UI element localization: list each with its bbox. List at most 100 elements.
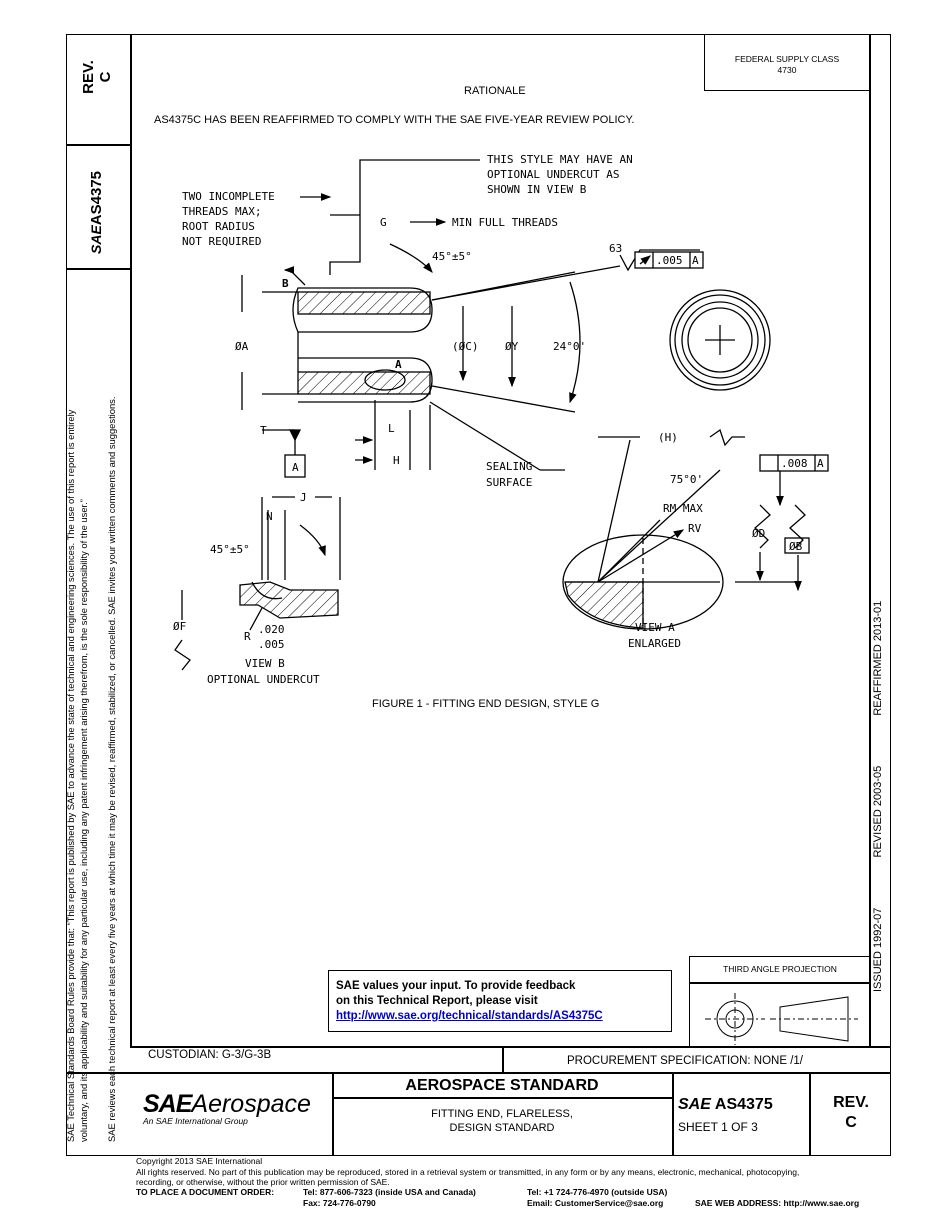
left-rev-block: REV. C xyxy=(80,42,114,112)
label-view-b-2: OPTIONAL UNDERCUT xyxy=(207,673,320,686)
lower-hatch xyxy=(297,371,431,395)
logo-sae: SAE xyxy=(143,1090,192,1118)
label-t: T xyxy=(260,424,267,437)
note-style-2: OPTIONAL UNDERCUT AS xyxy=(487,168,619,181)
left-rev-divider xyxy=(66,144,130,146)
copyright: Copyright 2013 SAE International xyxy=(136,1156,263,1166)
rationale-heading: RATIONALE xyxy=(464,85,526,97)
label-angle-45: 45°±5° xyxy=(432,250,472,263)
issued-date: ISSUED 1992-07 xyxy=(872,907,884,992)
label-l: L xyxy=(388,422,395,435)
note-threads-3: ROOT RADIUS xyxy=(182,220,255,233)
sae-aerospace-logo: SAEAerospace An SAE International Group xyxy=(143,1090,311,1126)
label-dia-b: ØB xyxy=(789,540,803,553)
title-line-2: DESIGN STANDARD xyxy=(449,1122,555,1134)
label-dia-y: ØY xyxy=(505,340,519,353)
logo-subtitle: An SAE International Group xyxy=(143,1116,248,1126)
board-rules-line-1: SAE Technical Standards Board Rules prov… xyxy=(65,409,76,1142)
note-threads-1: TWO INCOMPLETE xyxy=(182,190,275,203)
label-b: B xyxy=(282,277,289,290)
note-style-1: THIS STYLE MAY HAVE AN xyxy=(487,153,633,166)
label-angle-75: 75°0' xyxy=(670,473,703,486)
label-view-a-2: ENLARGED xyxy=(628,637,681,650)
standard-type-line xyxy=(332,1097,672,1099)
rights-line-1: All rights reserved. No part of this pub… xyxy=(136,1166,800,1177)
label-tol-008: .008 xyxy=(781,457,808,470)
review-policy-line: SAE reviews each technical report at lea… xyxy=(106,396,117,1142)
standard-type: AEROSPACE STANDARD xyxy=(405,1077,599,1094)
rationale-text: AS4375C HAS BEEN REAFFIRMED TO COMPLY WI… xyxy=(154,114,635,126)
projection-label: THIRD ANGLE PROJECTION xyxy=(723,964,837,974)
lower-nose xyxy=(298,357,433,403)
feedback-line-1: SAE values your input. To provide feedba… xyxy=(336,980,576,992)
fax: Fax: 724-776-0790 xyxy=(303,1198,376,1208)
page-frame xyxy=(66,34,891,1156)
figure-caption: FIGURE 1 - FITTING END DESIGN, STYLE G xyxy=(372,698,600,710)
note-sealing-1: SEALING xyxy=(486,460,532,473)
left-docnum-block: SAEAS4375 xyxy=(88,171,105,254)
label-dia-d: ØD xyxy=(752,527,765,540)
view-b xyxy=(174,496,341,671)
feedback-link[interactable]: http://www.sae.org/technical/standards/A… xyxy=(336,1010,603,1022)
label-h: H xyxy=(393,454,400,467)
view-a-hatch xyxy=(564,581,644,629)
feedback-box: SAE values your input. To provide feedba… xyxy=(328,970,672,1032)
doc-sae-logo: SAE xyxy=(678,1096,711,1113)
feedback-line-2: on this Technical Report, please visit xyxy=(336,995,538,1007)
label-angle-45b: 45°±5° xyxy=(210,543,250,556)
right-column-divider xyxy=(869,34,871,1046)
revised-date: REVISED 2003-05 xyxy=(872,765,884,858)
label-datum-a-2: A xyxy=(292,461,299,474)
label-r-020: .020 xyxy=(258,623,285,636)
rights-line-2: recording, or otherwise, without the pri… xyxy=(136,1177,390,1187)
footer: Copyright 2013 SAE International All rig… xyxy=(136,1156,799,1188)
view-a-circle xyxy=(364,369,406,391)
note-threads-2: THREADS MAX; xyxy=(182,205,261,218)
title-row-short-line xyxy=(66,1072,130,1074)
label-view-a-1: VIEW A xyxy=(635,621,675,634)
label-datum-a-3: A xyxy=(817,457,824,470)
rev-divider xyxy=(809,1072,811,1156)
label-r: R xyxy=(244,630,251,643)
tel-intl: Tel: +1 724-776-4970 (outside USA) xyxy=(527,1187,668,1197)
title-line-1: FITTING END, FLARELESS, xyxy=(431,1108,573,1120)
end-view xyxy=(669,289,771,391)
sheet-number: SHEET 1 OF 3 xyxy=(678,1120,758,1134)
label-rm-max: RM MAX xyxy=(663,502,703,515)
tel-us: Tel: 877-606-7323 (inside USA and Canada… xyxy=(303,1187,476,1197)
order-label: TO PLACE A DOCUMENT ORDER: xyxy=(136,1187,275,1197)
document-title: FITTING END, FLARELESS, DESIGN STANDARD xyxy=(334,1107,670,1135)
label-datum-a-1: A xyxy=(692,254,699,267)
web-address[interactable]: SAE WEB ADDRESS: http://www.sae.org xyxy=(695,1198,860,1208)
note-min-full-threads: MIN FULL THREADS xyxy=(452,216,558,229)
label-dia-f: ØF xyxy=(173,620,186,633)
note-style-3: SHOWN IN VIEW B xyxy=(487,183,587,196)
label-h-paren: (H) xyxy=(658,431,678,444)
label-j: J xyxy=(300,491,307,504)
doc-number: AS4375 xyxy=(714,1096,773,1113)
left-rev-value: C xyxy=(97,71,114,83)
label-rv: RV xyxy=(688,522,702,535)
left-rev-label: REV. xyxy=(80,60,97,94)
left-doc-number: AS4375 xyxy=(88,170,105,226)
label-a-view: A xyxy=(395,358,402,371)
note-sealing-2: SURFACE xyxy=(486,476,532,489)
docnum-divider xyxy=(672,1072,674,1156)
federal-supply-class-box: FEDERAL SUPPLY CLASS 4730 xyxy=(704,34,869,91)
label-angle-24: 24°0' xyxy=(553,340,586,353)
label-dia-a: ØA xyxy=(235,340,249,353)
label-view-b-1: VIEW B xyxy=(245,657,285,670)
email[interactable]: Email: CustomerService@sae.org xyxy=(527,1198,664,1208)
board-rules-text: SAE Technical Standards Board Rules prov… xyxy=(64,410,90,1142)
upper-hatch xyxy=(297,291,431,315)
fsc-value: 4730 xyxy=(777,65,797,75)
left-docnum-divider xyxy=(66,268,130,270)
fitting-end-drawing: THIS STYLE MAY HAVE AN OPTIONAL UNDERCUT… xyxy=(173,153,829,686)
label-tol-005: .005 xyxy=(656,254,683,267)
left-column-divider xyxy=(130,34,132,1046)
label-r-005: .005 xyxy=(258,638,285,651)
view-a-ellipse xyxy=(562,534,724,630)
projection-symbol xyxy=(705,993,858,1045)
date-history: ISSUED 1992-07 REVISED 2003-05 REAFFIRME… xyxy=(872,601,884,992)
